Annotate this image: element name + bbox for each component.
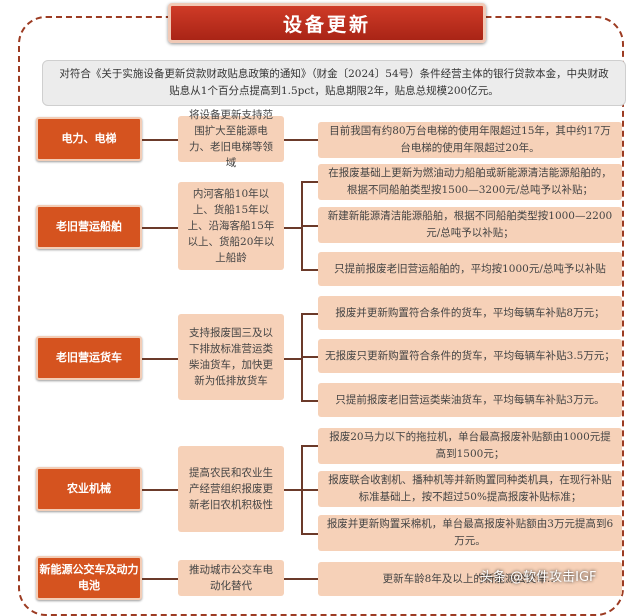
connector-line	[301, 181, 318, 183]
detail-agri-machinery-1: 报废20马力以下的拖拉机，单台最高报废补贴额由1000元提高到1500元；	[318, 428, 622, 464]
category-agri-machinery: 农业机械	[36, 467, 142, 511]
connector-line	[284, 489, 301, 491]
detail-old-trucks-1: 报废并更新购置符合条件的货车，平均每辆车补贴8万元；	[318, 296, 622, 330]
intro-text: 对符合《关于实施设备更新贷款财政贴息政策的通知》（财金〔2024〕54号）条件经…	[42, 60, 626, 106]
connector-line	[142, 358, 178, 360]
connector-line	[301, 400, 318, 402]
connector-line	[301, 356, 318, 358]
detail-old-trucks-2: 无报废只更新购置符合条件的货车，平均每辆车补贴3.5万元；	[318, 339, 622, 373]
connector-line	[301, 445, 318, 447]
category-power-elevator: 电力、电梯	[36, 117, 142, 161]
connector-line	[284, 227, 301, 229]
policy-old-ships: 内河客船10年以上、货船15年以上、沿海客船15年以上、货船20年以上船龄	[178, 182, 284, 270]
detail-old-ships-2: 新建新能源清洁能源船舶，根据不同船舶类型按1000—2200元/总吨予以补贴；	[318, 207, 622, 243]
category-old-trucks: 老旧营运货车	[36, 336, 142, 380]
detail-ev-bus-battery-1: 更新车龄8年及以上的新能源公交车…	[318, 562, 622, 596]
detail-agri-machinery-3: 报废并更新购置采棉机，单台最高报废补贴额由3万元提高到6万元。	[318, 515, 622, 551]
detail-power-elevator-1: 目前我国有约80万台电梯的使用年限超过15年，其中约17万台电梯的使用年限超过2…	[318, 122, 622, 158]
category-old-ships: 老旧营运船舶	[36, 205, 142, 249]
connector-line	[301, 313, 318, 315]
policy-old-trucks: 支持报废国三及以下排放标准营运类柴油货车，加快更新为低排放货车	[178, 314, 284, 400]
connector-line	[142, 227, 178, 229]
connector-line	[142, 578, 178, 580]
detail-agri-machinery-2: 报废联合收割机、播种机等并新购置同种类机具，在现行补贴标准基础上，按不超过50%…	[318, 471, 622, 507]
policy-ev-bus-battery: 推动城市公交车电动化替代	[178, 560, 284, 596]
connector-line	[142, 139, 178, 141]
policy-agri-machinery: 提高农民和农业生产经营组织报废更新老旧农机积极性	[178, 446, 284, 532]
connector-line	[301, 225, 318, 227]
diagram-title: 设备更新	[168, 3, 486, 43]
connector-line	[284, 139, 318, 141]
connector-line	[301, 533, 318, 535]
connector-line	[142, 489, 178, 491]
connector-line	[284, 358, 301, 360]
watermark: 头条 @软件攻击IGF	[480, 570, 597, 585]
detail-old-trucks-3: 只提前报废老旧营运类柴油货车，平均每辆车补贴3万元。	[318, 383, 622, 417]
detail-old-ships-1: 在报废基础上更新为燃油动力船舶或新能源清洁能源船舶的，根据不同船舶类型按1500…	[318, 164, 622, 200]
policy-power-elevator: 将设备更新支持范围扩大至能源电力、老旧电梯等领域	[178, 109, 284, 169]
connector-line	[284, 578, 318, 580]
connector-line	[301, 269, 318, 271]
category-ev-bus-battery: 新能源公交车及动力电池	[36, 556, 142, 600]
connector-line	[301, 489, 318, 491]
detail-old-ships-3: 只提前报废老旧营运船舶的，平均按1000元/总吨予以补贴	[318, 252, 622, 286]
